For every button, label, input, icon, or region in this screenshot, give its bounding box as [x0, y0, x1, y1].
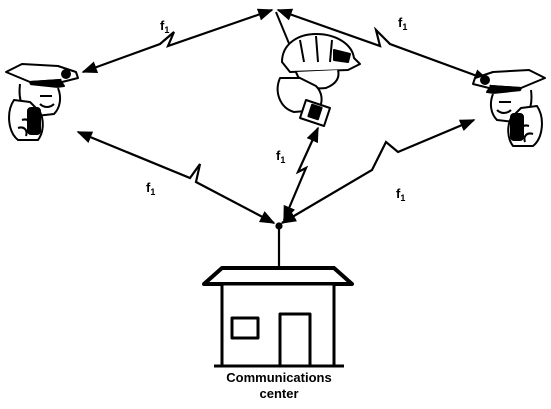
firefighter-icon: [275, 11, 361, 127]
frequency-label-top-right: f1: [398, 15, 407, 32]
radio-link-top-to-center: [282, 126, 320, 222]
communications-center-building-icon: [202, 222, 354, 368]
communications-center-sublabel: center: [259, 386, 298, 401]
frequency-label-bottom-right: f1: [396, 186, 405, 203]
communications-center-label: Communications: [226, 370, 331, 385]
radio-link-right-to-center: [280, 118, 476, 224]
police-officer-right-icon: [472, 69, 546, 147]
radio-link-top-to-right: [276, 8, 490, 82]
police-officer-left-icon: [5, 63, 79, 141]
frequency-label-bottom-left: f1: [146, 180, 155, 197]
radio-link-left-to-top: [81, 8, 274, 74]
radio-link-left-to-center: [76, 130, 276, 224]
frequency-label-center: f1: [276, 148, 285, 165]
frequency-label-top-left: f1: [160, 18, 169, 35]
